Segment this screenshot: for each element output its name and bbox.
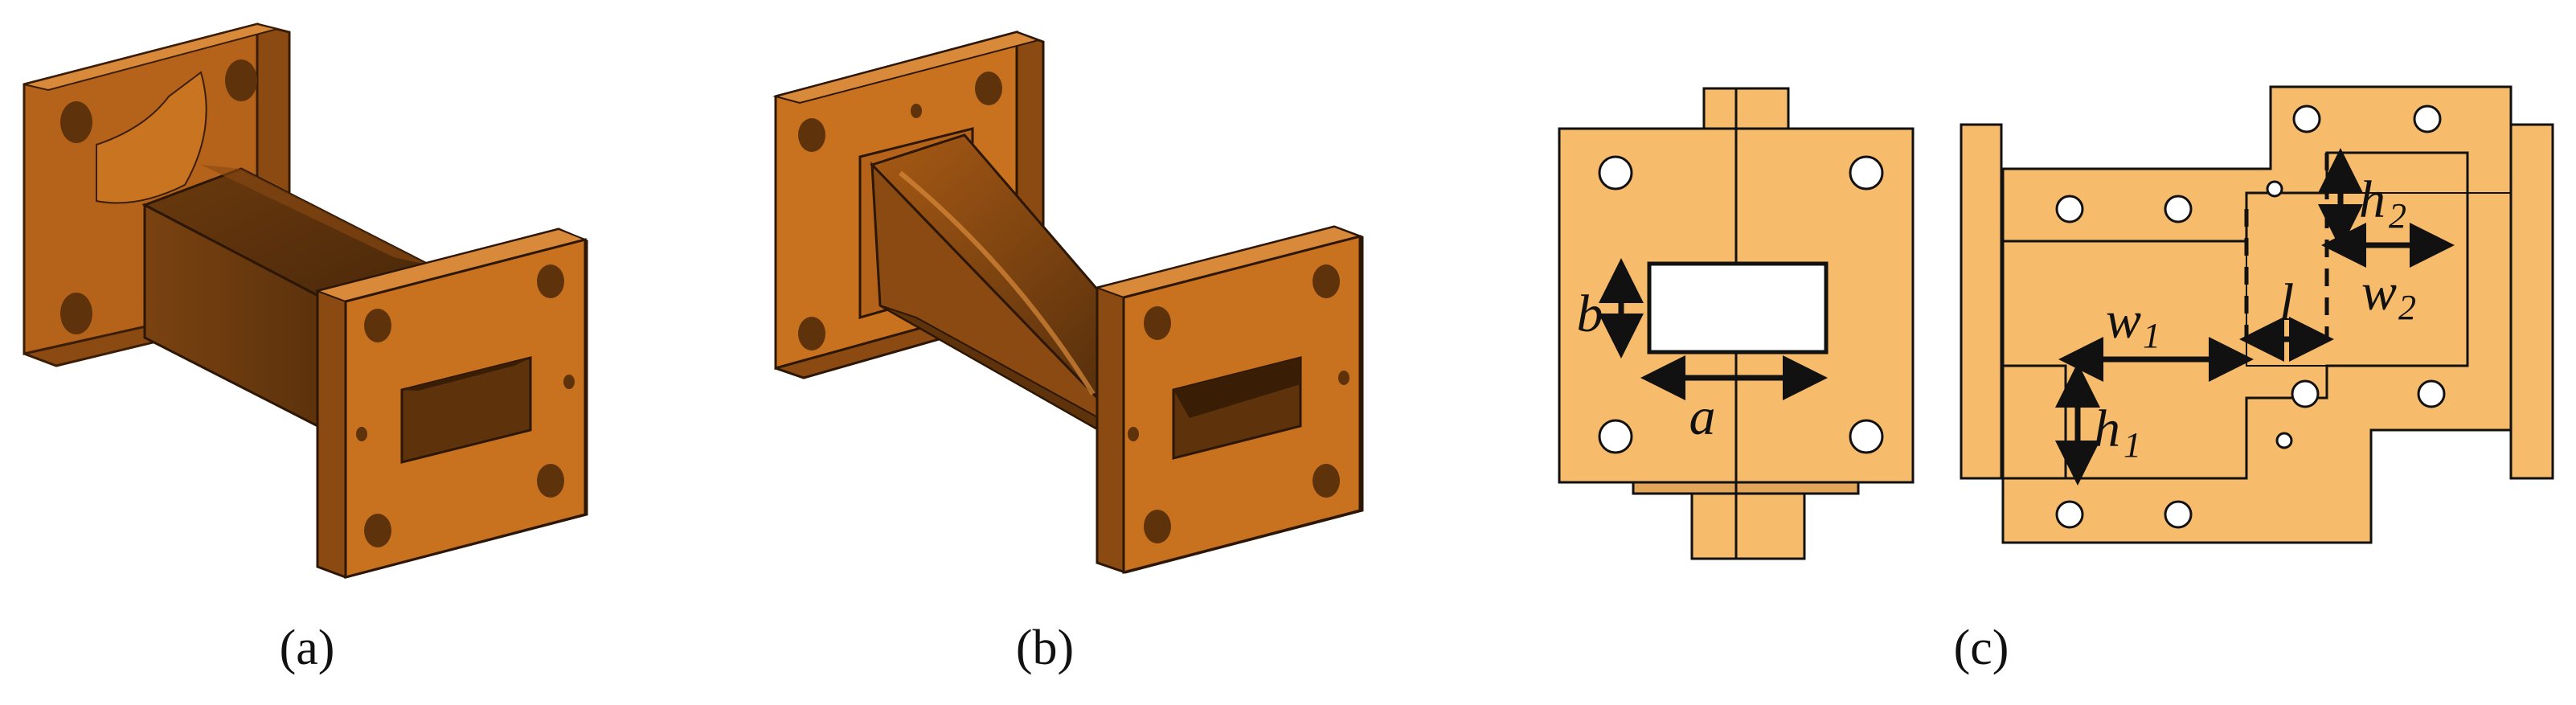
front-flange xyxy=(314,227,588,579)
bolt-hole xyxy=(1849,419,1884,454)
dimension-l: l xyxy=(2239,273,2334,362)
front-flange xyxy=(1094,225,1364,574)
panel-b-caption: (b) xyxy=(1016,621,1074,675)
bolt-hole xyxy=(1598,419,1633,454)
panel-c-cross-sections: b a xyxy=(1558,85,2554,675)
bolt-hole xyxy=(1598,155,1633,191)
bottom-tab xyxy=(1690,481,1806,560)
dimension-h2: h 2 xyxy=(2318,148,2406,249)
dimension-w1-sub: 1 xyxy=(2143,316,2160,355)
dimension-h1-label: h xyxy=(2094,400,2120,458)
dimension-h1-sub: 1 xyxy=(2123,425,2141,465)
bolt-hole xyxy=(1849,155,1884,191)
dimension-h2-sub: 2 xyxy=(2389,196,2406,236)
dimension-h1: h 1 xyxy=(2055,363,2141,486)
dimension-l-label: l xyxy=(2279,273,2294,332)
dimension-b-label: b xyxy=(1577,285,1603,343)
waveguide-aperture xyxy=(1647,261,1829,355)
panel-a-caption: (a) xyxy=(280,621,335,675)
bolt-hole xyxy=(364,514,391,547)
dimension-a: a xyxy=(1640,355,1828,446)
bolt-hole xyxy=(364,309,391,342)
left-flange-edge xyxy=(1960,123,2003,480)
waveguide-tube xyxy=(141,165,433,437)
dimension-h2-label: h xyxy=(2359,170,2386,229)
bolt-hole xyxy=(537,264,564,298)
panel-b-tapered-waveguide: (b) xyxy=(772,31,1364,675)
dimension-w1-label: w xyxy=(2106,291,2141,350)
step-section-view xyxy=(1960,85,2554,544)
dimension-b: b xyxy=(1577,258,1644,359)
top-tab xyxy=(1702,87,1790,130)
panel-c-caption: (c) xyxy=(1954,621,2009,675)
section-body xyxy=(2001,85,2513,544)
flange-face-view xyxy=(1558,87,1915,560)
dimension-w2-sub: 2 xyxy=(2398,288,2416,327)
dimension-w2-label: w xyxy=(2361,263,2397,322)
bolt-hole xyxy=(537,464,564,498)
dimension-a-label: a xyxy=(1689,387,1716,446)
dimension-w1: w 1 xyxy=(2058,291,2254,382)
panel-a-straight-waveguide: (a) xyxy=(23,23,588,675)
right-flange-edge xyxy=(2509,123,2554,480)
